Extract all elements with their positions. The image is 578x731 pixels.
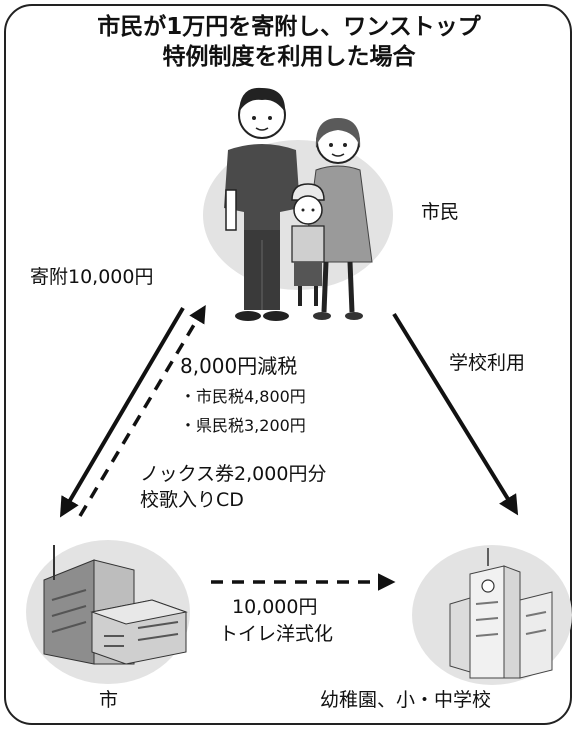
gift-label-2: 校歌入りCD (140, 489, 244, 511)
tax-reduction-total: 8,000円減税 (180, 354, 298, 378)
tax-reduction-city: ・市民税4,800円 (180, 387, 306, 406)
city-label: 市 (99, 689, 119, 711)
school-use-arrow (392, 312, 519, 516)
title-line-1: 市民が1万円を寄附し、ワンストップ (97, 14, 481, 40)
title-line-2: 特例制度を利用した場合 (162, 44, 416, 70)
family-illustration (203, 87, 393, 321)
city-hall-illustration (26, 540, 190, 684)
school-label: 幼稚園、小・中学校 (320, 689, 492, 711)
school-use-label: 学校利用 (449, 352, 526, 374)
diagram-frame (4, 4, 572, 725)
citizen-label: 市民 (421, 201, 460, 223)
gift-label-1: ノックス券2,000円分 (140, 463, 327, 485)
school-funding-purpose: トイレ洋式化 (219, 623, 334, 645)
school-funding-amount: 10,000円 (232, 596, 318, 618)
school-illustration (412, 545, 572, 685)
child-figure (291, 183, 325, 306)
father-figure (224, 87, 300, 321)
donation-label: 寄附10,000円 (30, 266, 154, 288)
donation-arrow (59, 306, 185, 518)
tax-reduction-prefecture: ・県民税3,200円 (180, 416, 306, 435)
